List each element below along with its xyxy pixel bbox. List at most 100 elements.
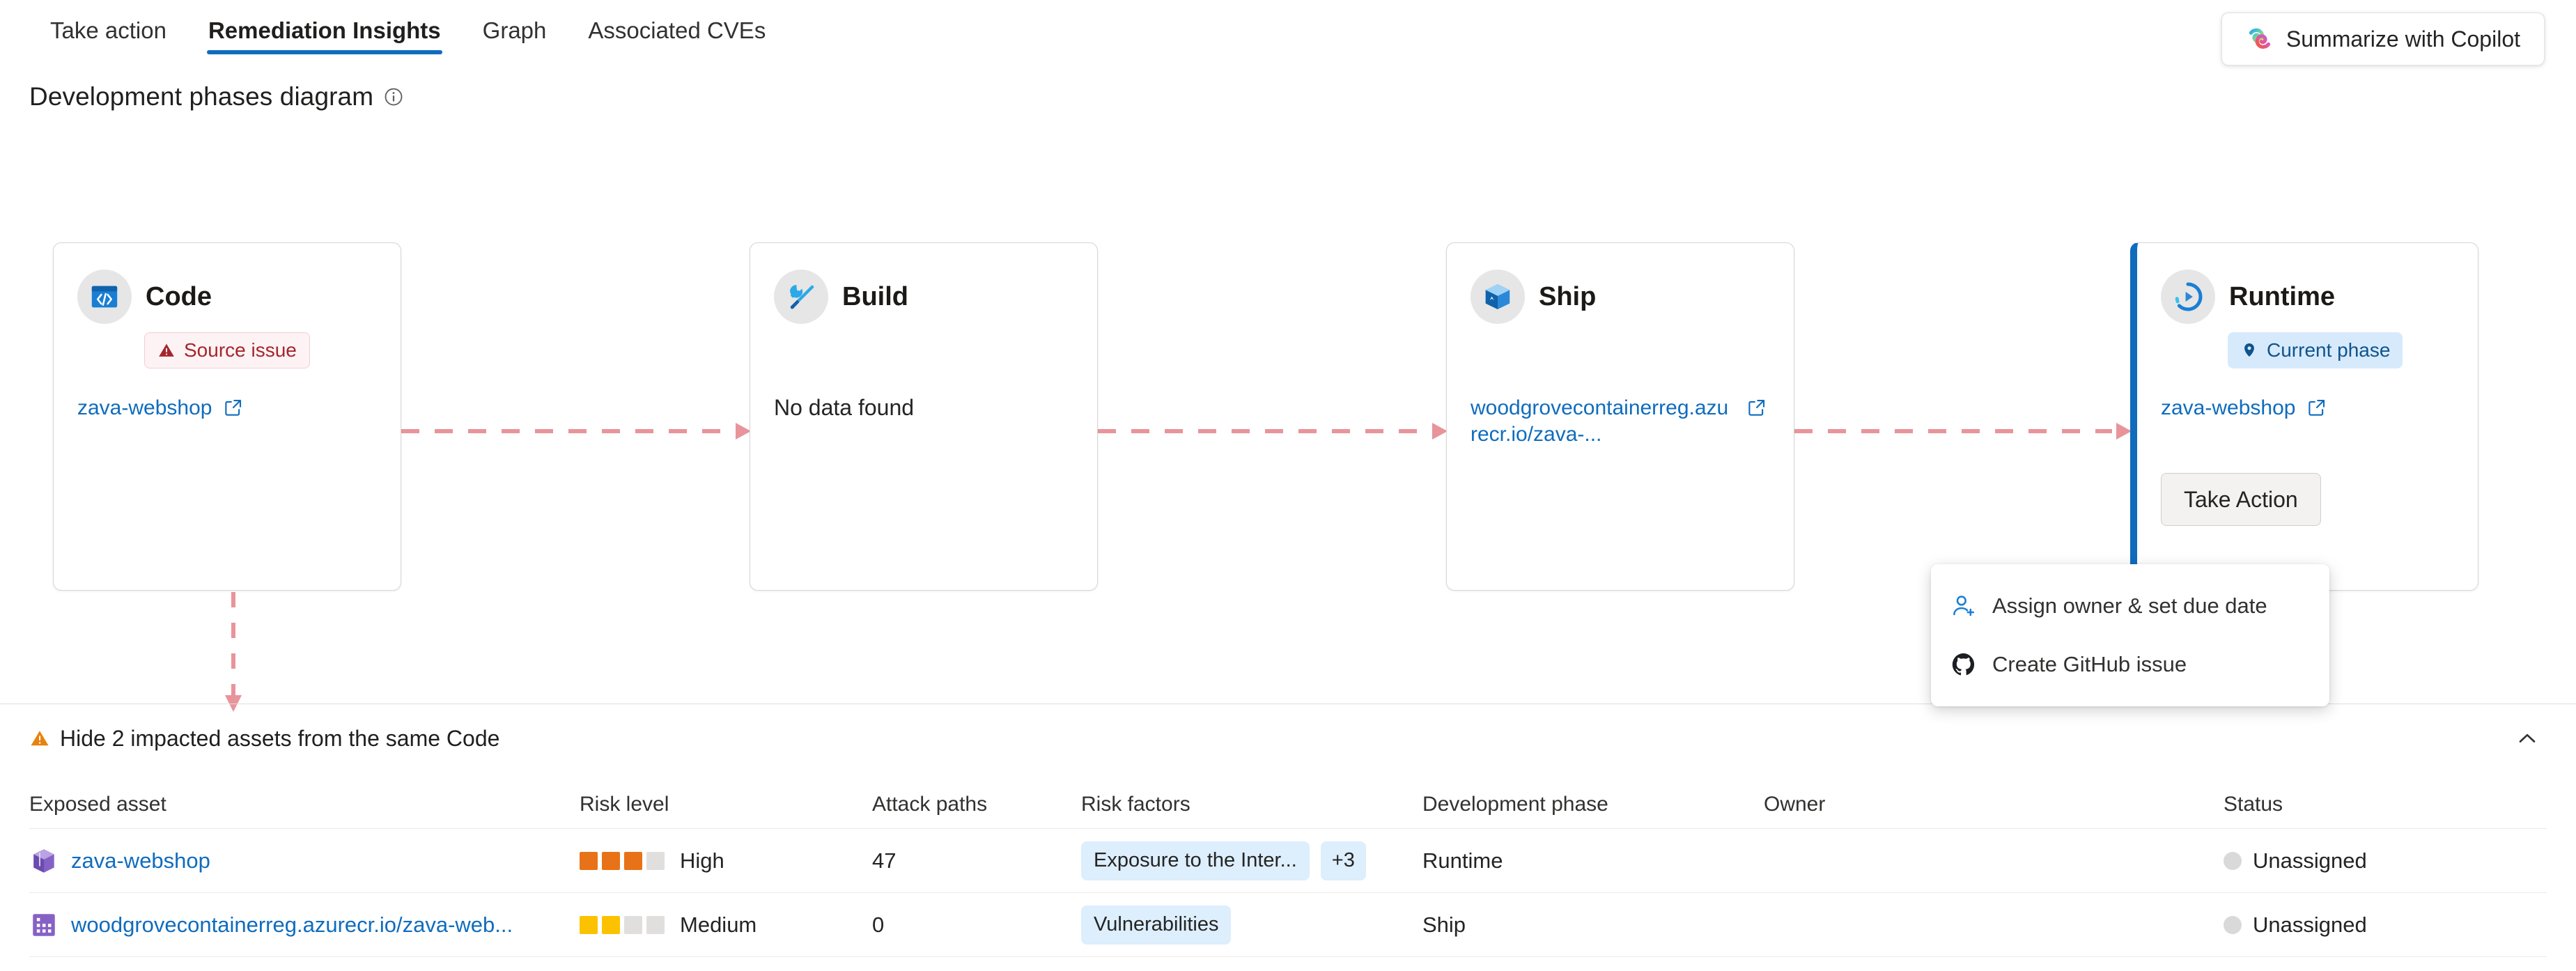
risk-pip — [602, 915, 620, 934]
table-row[interactable]: woodgrovecontainerreg.azurecr.io/zava-we… — [29, 893, 2547, 957]
phase-asset-link-label: zava-webshop — [77, 396, 212, 419]
menu-item-create-github-issue[interactable]: Create GitHub issue — [1931, 635, 2329, 694]
phase-title: Code — [146, 281, 212, 311]
phase-card-header: Build — [774, 270, 1073, 324]
connector-dashes — [1098, 429, 1428, 433]
phase-asset-link[interactable]: zava-webshop — [77, 395, 381, 421]
tab-graph[interactable]: Graph — [462, 0, 568, 54]
risk-factor-more-chip[interactable]: +3 — [1320, 841, 1366, 880]
asset-link[interactable]: zava-webshop — [71, 848, 210, 873]
connector-dashes — [401, 429, 731, 433]
cell-risk-level: Medium — [580, 912, 872, 938]
phase-card-ship[interactable]: Ship woodgrovecontainerreg.azurecr.io/za… — [1446, 242, 1794, 591]
cell-attack-paths: 47 — [872, 848, 897, 873]
tab-label: Associated CVEs — [588, 17, 766, 43]
connector-arrowhead — [736, 423, 751, 440]
phase-asset-link[interactable]: zava-webshop — [2161, 395, 2458, 421]
tab-bar: Take action Remediation Insights Graph A… — [0, 0, 2576, 61]
phase-card-build[interactable]: Build No data found — [750, 242, 1098, 591]
cell-development-phase: Ship — [1422, 912, 1466, 937]
container-registry-icon — [33, 913, 55, 936]
connector-build-to-ship — [1098, 421, 1448, 442]
cell-risk-level: High — [580, 848, 872, 873]
cube-purple-icon — [33, 848, 54, 873]
code-window-icon — [91, 286, 118, 308]
phase-card-header: Code — [77, 270, 377, 324]
warning-triangle-icon — [31, 731, 49, 746]
package-box-icon — [1485, 283, 1510, 310]
tab-take-action[interactable]: Take action — [29, 0, 187, 54]
connector-code-to-assets — [223, 592, 244, 724]
external-link-icon — [1748, 399, 1765, 416]
chevron-up-icon — [2519, 733, 2536, 743]
risk-pip — [580, 851, 598, 870]
cell-status: Unassigned — [2224, 848, 2516, 873]
take-action-dropdown-menu: Assign owner & set due date Create GitHu… — [1931, 564, 2329, 706]
connector-ship-to-runtime — [1794, 421, 2132, 442]
risk-pip — [646, 915, 665, 934]
development-phases-diagram: Code Source issue zava-webshop — [0, 230, 2576, 712]
phase-card-code[interactable]: Code Source issue zava-webshop — [53, 242, 401, 591]
table-row[interactable]: zava-webshop High 47 Exposure to the Int… — [29, 829, 2547, 893]
risk-pip — [624, 915, 642, 934]
cell-development-phase: Runtime — [1422, 848, 1503, 873]
info-icon[interactable] — [383, 86, 404, 107]
column-header-risk-level: Risk level — [580, 792, 669, 816]
cell-status: Unassigned — [2224, 912, 2516, 938]
menu-item-label: Assign owner & set due date — [1992, 593, 2267, 618]
cell-risk-factors: Vulnerabilities — [1081, 905, 1422, 945]
collapse-section-button[interactable] — [2508, 719, 2547, 758]
risk-pip — [602, 851, 620, 870]
phase-card-header: Runtime — [2161, 270, 2454, 324]
external-link-icon — [225, 399, 242, 416]
phase-icon-wrapper — [774, 270, 828, 324]
menu-item-assign-owner[interactable]: Assign owner & set due date — [1931, 577, 2329, 635]
wrench-screwdriver-icon — [790, 285, 814, 309]
tab-remediation-insights[interactable]: Remediation Insights — [187, 0, 462, 54]
runtime-gauge-icon — [2175, 282, 2203, 311]
status-badge-source-issue: Source issue — [144, 332, 310, 368]
phase-icon-wrapper — [2161, 270, 2215, 324]
phase-asset-link[interactable]: woodgrovecontainerreg.azurecr.io/zava-..… — [1471, 395, 1774, 449]
column-header-exposed-asset: Exposed asset — [29, 792, 166, 816]
menu-item-label: Create GitHub issue — [1992, 652, 2187, 676]
connector-dashes — [231, 592, 235, 697]
status-dot-icon — [2224, 915, 2242, 934]
risk-pips — [580, 915, 665, 934]
tab-label: Remediation Insights — [208, 17, 441, 43]
tab-label: Graph — [482, 17, 547, 43]
tab-label: Take action — [50, 17, 166, 43]
column-header-risk-factors: Risk factors — [1081, 792, 1190, 816]
phase-title: Build — [842, 281, 908, 311]
phase-title: Runtime — [2229, 281, 2335, 311]
status-badge-current-phase: Current phase — [2228, 332, 2403, 368]
risk-factor-chip[interactable]: Exposure to the Inter... — [1081, 841, 1310, 880]
column-header-development-phase: Development phase — [1422, 792, 1608, 816]
copilot-button-label: Summarize with Copilot — [2286, 26, 2520, 52]
cell-attack-paths: 0 — [872, 912, 885, 937]
connector-arrowhead — [1432, 423, 1448, 440]
summarize-with-copilot-button[interactable]: Summarize with Copilot — [2221, 13, 2545, 65]
person-add-icon — [1953, 596, 1975, 616]
section-title-text: Development phases diagram — [29, 82, 374, 111]
table-header-row: Exposed asset Risk level Attack paths Ri… — [29, 780, 2547, 829]
risk-pip — [580, 915, 598, 934]
badge-label: Source issue — [184, 339, 297, 361]
risk-level-label: High — [680, 848, 724, 873]
risk-factor-chip[interactable]: Vulnerabilities — [1081, 905, 1232, 945]
tab-associated-cves[interactable]: Associated CVEs — [567, 0, 786, 54]
impacted-assets-table: Exposed asset Risk level Attack paths Ri… — [29, 780, 2547, 957]
hide-impacted-assets-toggle[interactable]: Hide 2 impacted assets from the same Cod… — [29, 726, 499, 752]
take-action-button[interactable]: Take Action — [2161, 473, 2321, 526]
asset-link[interactable]: woodgrovecontainerreg.azurecr.io/zava-we… — [71, 912, 513, 937]
risk-pips — [580, 851, 665, 870]
location-pin-icon — [2244, 343, 2254, 357]
phase-card-runtime[interactable]: Runtime Current phase zava-webshop Take … — [2130, 242, 2478, 591]
phase-card-header: Ship — [1471, 270, 1770, 324]
hide-impacted-assets-label: Hide 2 impacted assets from the same Cod… — [60, 725, 500, 751]
status-dot-icon — [2224, 851, 2242, 870]
external-link-icon — [2309, 399, 2325, 416]
warning-triangle-icon — [159, 343, 174, 357]
status-label: Unassigned — [2253, 848, 2367, 873]
